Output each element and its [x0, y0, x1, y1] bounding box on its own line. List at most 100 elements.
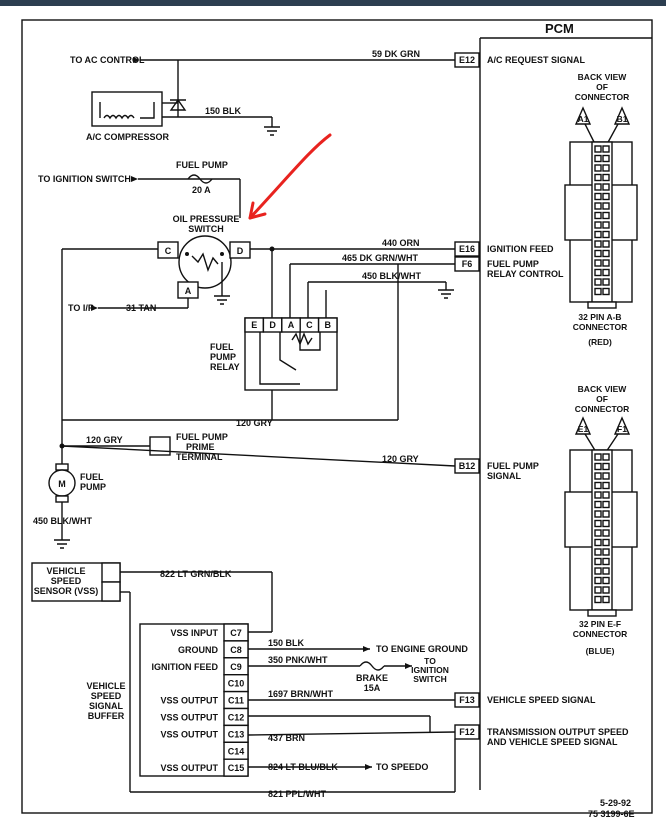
connector-pin: [594, 164, 602, 172]
svg-text:FUEL: FUEL: [80, 472, 104, 482]
svg-text:OF: OF: [596, 394, 608, 404]
svg-text:SIGNAL: SIGNAL: [89, 701, 124, 711]
svg-text:120 GRY: 120 GRY: [86, 435, 123, 445]
svg-text:PUMP: PUMP: [210, 352, 236, 362]
to-ac-control-label: TO AC CONTROL: [70, 55, 145, 65]
connector-pin: [602, 491, 610, 499]
svg-text:TRANSMISSION OUTPUT SPEED: TRANSMISSION OUTPUT SPEED: [487, 727, 629, 737]
pcm-block: PCM: [479, 21, 652, 790]
relay-control-circuit: 465 DK GRN/WHT F6 FUEL PUMP RELAY CONTRO…: [289, 253, 564, 318]
svg-text:437 BRN: 437 BRN: [268, 733, 305, 743]
connector-pin: [594, 472, 602, 480]
connector-pin: [594, 183, 602, 191]
svg-text:VEHICLE: VEHICLE: [86, 681, 125, 691]
connector-pin: [594, 500, 602, 509]
svg-text:59 DK GRN: 59 DK GRN: [372, 49, 420, 59]
connector-pin: [594, 510, 602, 518]
connector-pin: [602, 145, 610, 153]
connector-pin: [594, 595, 602, 604]
connector-pin: [594, 453, 602, 461]
connector-pin: [594, 268, 602, 277]
relay-pin-label: D: [269, 320, 276, 330]
svg-text:31 TAN: 31 TAN: [126, 303, 156, 313]
connector-ef: BACK VIEW OF CONNECTOR E1 F1 32 PIN E-F …: [564, 384, 638, 656]
connector-pin: [602, 211, 610, 220]
svg-text:F13: F13: [459, 695, 475, 705]
connector-pin: [602, 462, 610, 471]
svg-text:BACK VIEW: BACK VIEW: [578, 384, 628, 394]
connector-pin: [594, 586, 602, 594]
ground-icon: [214, 295, 230, 305]
svg-text:BUFFER: BUFFER: [88, 711, 125, 721]
svg-text:32 PIN A-B: 32 PIN A-B: [578, 312, 621, 322]
connector-pin: [594, 259, 602, 267]
svg-text:TO IGNITION SWITCH: TO IGNITION SWITCH: [38, 174, 131, 184]
svg-text:E16: E16: [459, 244, 475, 254]
connector-pin: [602, 183, 610, 191]
pin-e12: [454, 52, 480, 68]
vss-output-circuits: 150 BLK TO ENGINE GROUND 350 PNK/WHT BRA…: [130, 638, 629, 799]
connector-pin: [602, 249, 610, 258]
pin-f1-label: F1: [617, 424, 627, 434]
red-annotation-arrowhead: [248, 201, 267, 220]
connector-pin: [602, 500, 610, 509]
svg-text:RELAY CONTROL: RELAY CONTROL: [487, 269, 564, 279]
svg-text:E12: E12: [459, 55, 475, 65]
oil-pressure-switch: OIL PRESSURE SWITCH C D A: [157, 214, 251, 305]
connector-pin: [594, 491, 602, 499]
svg-text:SWITCH: SWITCH: [413, 674, 447, 684]
connector-pin: [602, 557, 610, 566]
connector-pin: [594, 211, 602, 220]
svg-text:FUEL PUMP: FUEL PUMP: [176, 160, 228, 170]
svg-text:15A: 15A: [364, 683, 381, 693]
connector-pin: [602, 221, 610, 229]
svg-text:BACK VIEW: BACK VIEW: [578, 72, 628, 82]
connector-pin: [594, 145, 602, 153]
fuse-icon: [359, 661, 385, 671]
connector-pin: [594, 240, 602, 248]
buffer-pin-label: C11: [228, 696, 244, 706]
svg-text:SPEED: SPEED: [91, 691, 122, 701]
connector-pin: [602, 586, 610, 594]
diagram-frame: [21, 19, 653, 814]
relay-pin-label: A: [288, 320, 295, 330]
svg-text:SPEED: SPEED: [51, 576, 82, 586]
buffer-pin-label: C14: [228, 746, 245, 756]
pin-f12: [454, 724, 480, 740]
fuel-pump-motor: M FUEL PUMP 450 BLK/WHT: [33, 446, 106, 549]
connector-pin: [594, 221, 602, 229]
svg-text:SIGNAL: SIGNAL: [487, 471, 522, 481]
connector-pin: [602, 240, 610, 248]
buffer-pin-label: C8: [230, 645, 242, 655]
svg-text:VEHICLE: VEHICLE: [46, 566, 85, 576]
svg-text:SENSOR (VSS): SENSOR (VSS): [34, 586, 99, 596]
connector-pin: [594, 202, 602, 210]
connector-pin: [602, 287, 610, 296]
connector-pin: [594, 287, 602, 296]
svg-text:SWITCH: SWITCH: [188, 224, 224, 234]
connector-pin: [594, 249, 602, 258]
svg-text:FUEL PUMP: FUEL PUMP: [487, 259, 539, 269]
pin-e1-label: E1: [578, 424, 589, 434]
svg-text:20 A: 20 A: [192, 185, 211, 195]
svg-text:440 ORN: 440 ORN: [382, 238, 420, 248]
connector-pin: [602, 268, 610, 277]
svg-text:824 LT BLU/BLK: 824 LT BLU/BLK: [268, 762, 338, 772]
pin-e1-marker: [574, 416, 592, 435]
connector-pin: [602, 173, 610, 182]
connector-pin: [602, 576, 610, 585]
connector-pin: [602, 481, 610, 490]
svg-text:120 GRY: 120 GRY: [236, 418, 273, 428]
svg-text:(RED): (RED): [588, 337, 612, 347]
connector-pin: [602, 278, 610, 286]
fuel-pump-signal-circuit: 120 GRY 120 GRY FUEL PUMP PRIME TERMINAL…: [59, 264, 539, 481]
svg-text:FUEL PUMP: FUEL PUMP: [176, 432, 228, 442]
connector-pin: [602, 192, 610, 201]
svg-text:PUMP: PUMP: [80, 482, 106, 492]
connector-pin: [602, 567, 610, 575]
svg-text:FUEL PUMP: FUEL PUMP: [487, 461, 539, 471]
connector-pin: [602, 548, 610, 556]
svg-text:TERMINAL: TERMINAL: [176, 452, 223, 462]
svg-text:120 GRY: 120 GRY: [382, 454, 419, 464]
